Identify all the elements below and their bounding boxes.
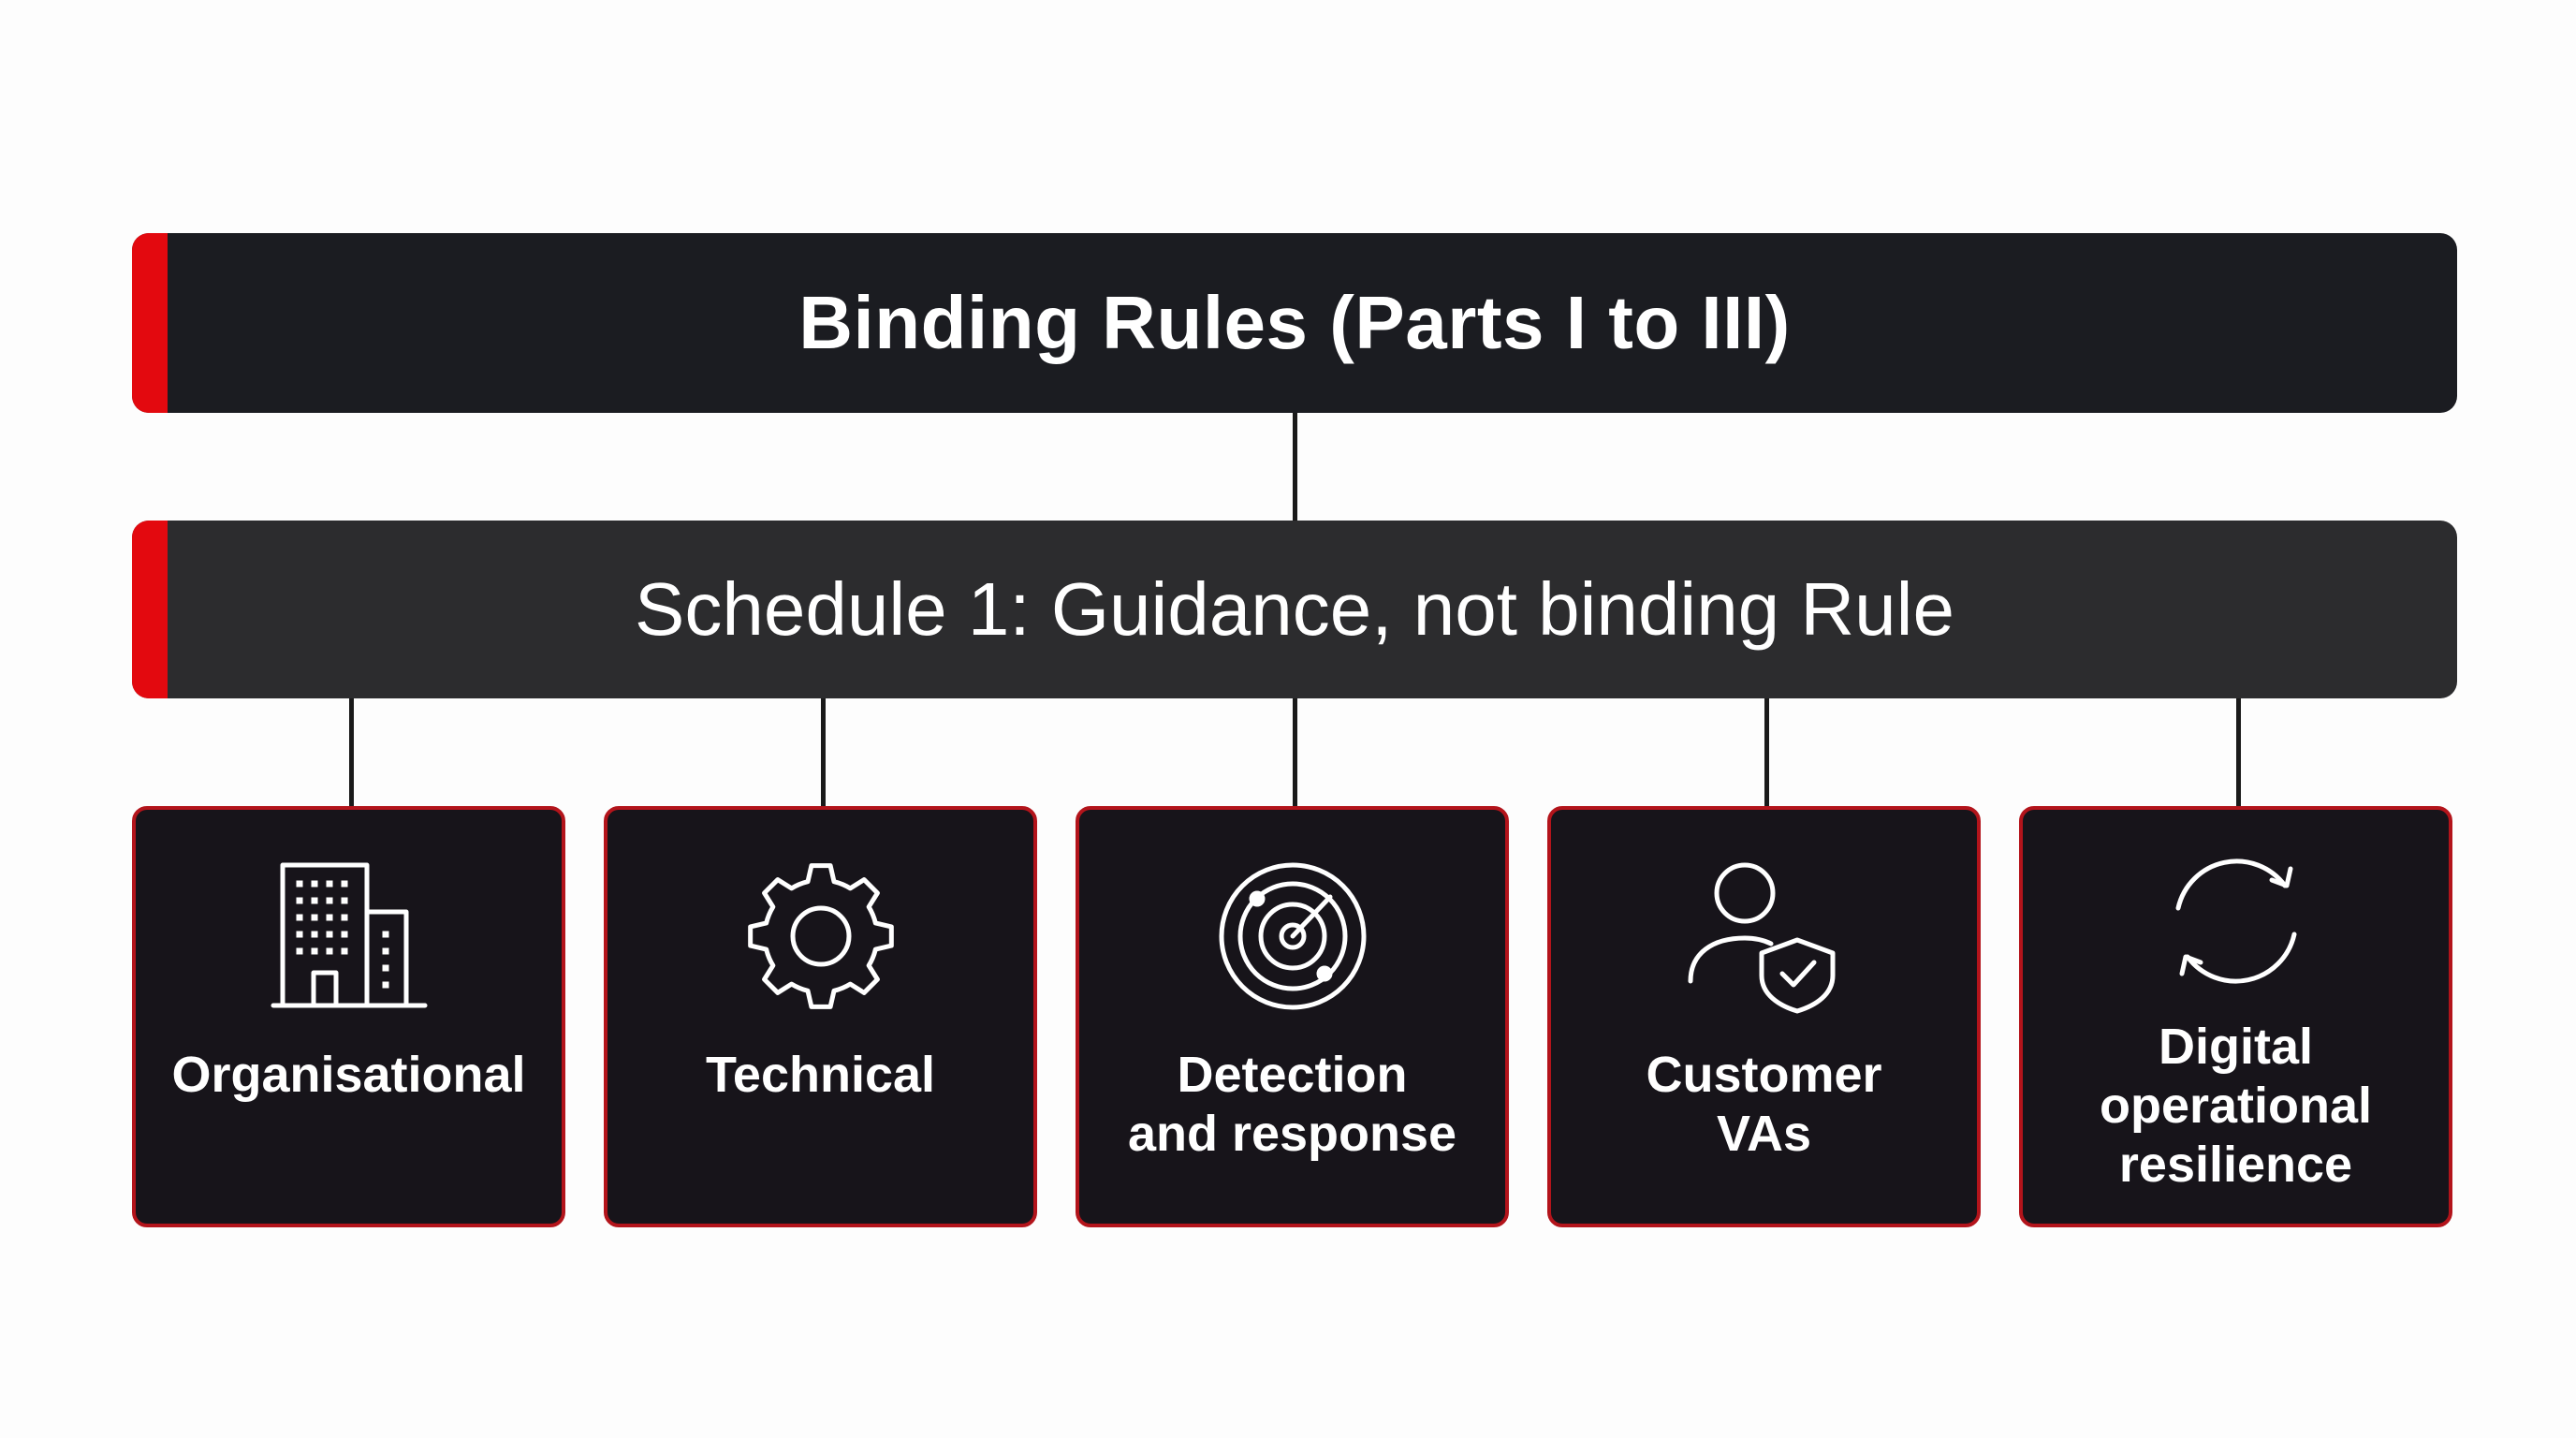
connector-schedule-to-organisational [349,698,354,806]
binding-rules-title: Binding Rules (Parts I to III) [798,281,1791,364]
radar-icon [1219,862,1366,1010]
category-label: Technical [705,1047,936,1103]
category-box-customer-vas: Customer VAs [1547,806,1981,1227]
connector-schedule-to-customer [1764,698,1769,806]
refresh-cycle-icon [2175,858,2296,984]
category-box-detection-response: Detection and response [1076,806,1509,1227]
connector-schedule-to-digital [2236,698,2241,806]
connector-top-to-schedule [1293,413,1297,521]
schedule-title: Schedule 1: Guidance, not binding Rule [635,567,1954,651]
schedule-bar: Schedule 1: Guidance, not binding Rule [132,521,2457,698]
connector-schedule-to-technical [821,698,826,806]
category-label: Customer VAs [1646,1047,1882,1162]
category-box-organisational: Organisational [132,806,565,1227]
category-label: Organisational [171,1047,526,1103]
user-shield-icon [1688,862,1835,1014]
category-box-digital-operational-resilience: Digital operational resilience [2019,806,2452,1227]
gear-icon [747,863,894,1009]
top-bar-accent [132,233,168,413]
binding-rules-bar: Binding Rules (Parts I to III) [132,233,2457,413]
category-box-technical: Technical [604,806,1037,1227]
category-label: Detection and response [1127,1047,1457,1162]
mid-bar-accent [132,521,168,698]
connector-schedule-to-detection [1293,698,1297,806]
building-icon [271,862,427,1008]
category-label: Digital operational resilience [2099,1019,2373,1193]
